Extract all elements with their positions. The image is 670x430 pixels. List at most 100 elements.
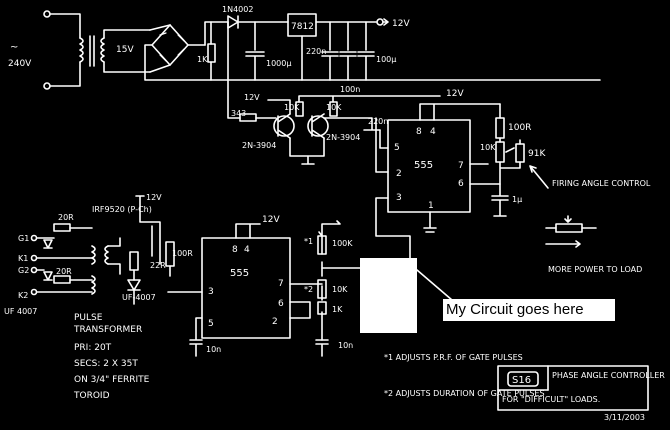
timer-555-bottom	[201, 237, 291, 339]
uf4007-left-label: UF 4007	[4, 307, 37, 316]
resistor-22r	[129, 251, 139, 271]
terminal-g1	[30, 234, 38, 242]
diode-uf4007-gate	[127, 279, 141, 291]
supply-12v-terminal	[376, 18, 384, 26]
circuit-placeholder-box	[360, 258, 417, 333]
ac-terminal-bottom	[43, 82, 51, 90]
gate-supply-label: 12V	[146, 193, 162, 202]
pt-line6: TOROID	[73, 391, 110, 401]
bottom-pin5: 5	[208, 319, 214, 329]
logo-box	[507, 371, 539, 387]
pot-symbol-icon	[555, 223, 583, 233]
pt-line2: TRANSFORMER	[73, 325, 142, 335]
bottom-pin4: 4	[244, 245, 250, 255]
resistor-20r-top	[53, 223, 71, 232]
resistor-22r-label: 22R	[150, 261, 166, 270]
top-pin2: 2	[396, 169, 402, 179]
resistor-1k	[207, 43, 216, 63]
top-555-section: 555 8 4 5 2 3 1 7 6 12V 100R 10K 91K 1µ …	[375, 89, 651, 274]
title-block-frame	[497, 365, 649, 411]
top-pin5: 5	[394, 143, 400, 153]
subtitle-text: FOR "DIFFICULT" LOADS.	[502, 395, 600, 404]
logo-text: S16	[512, 375, 531, 386]
pulse-transformer-note: PULSE TRANSFORMER PRI: 20T SECS: 2 X 35T…	[73, 313, 150, 401]
pot-10k-bottom	[317, 279, 327, 299]
bottom-pin8: 8	[232, 245, 238, 255]
firing-angle-note: FIRING ANGLE CONTROL	[552, 179, 651, 188]
transistor-1-label: 2N-3904	[242, 141, 276, 150]
timer-555-top-label: 555	[414, 160, 433, 171]
note-1: *1 ADJUSTS P.R.F. OF GATE PULSES	[384, 353, 523, 362]
cap-220n-label: 220n	[306, 47, 326, 56]
cap-100u-label: 100µ	[376, 55, 396, 64]
bottom-pin3: 3	[208, 287, 214, 297]
transistor-2	[307, 115, 329, 137]
resistor-10k-a-label: 10K	[284, 103, 300, 112]
bridge-rectifier	[151, 24, 189, 66]
resistor-100r-label: 100R	[508, 123, 531, 133]
resistor-1k-label: 1K	[197, 55, 208, 64]
note-2: *2 ADJUSTS DURATION OF GATE PULSES	[384, 389, 545, 398]
g1-label: G1	[18, 234, 29, 243]
gate-driver-section: 12V IRF9520 (P-Ch) 100R 22R UF-4007 20R …	[4, 193, 203, 316]
top-timer-supply: 12V	[446, 89, 464, 99]
bottom-pin2: 2	[272, 317, 278, 327]
bottom-pin6: 6	[278, 299, 284, 309]
sync-transistor-section: 343 12V 10K 10K 2N-3904 2N-3904 220n	[227, 21, 441, 165]
terminal-k2	[30, 288, 38, 296]
sync-cap-label: 220n	[368, 117, 388, 126]
diode-1n4002	[227, 15, 239, 29]
pot-100k-label: 100K	[332, 239, 353, 248]
pot-10k-top-label: 10K	[480, 143, 496, 152]
k2-label: K2	[18, 291, 28, 300]
pot-10k-top	[495, 141, 505, 163]
k1-label: K1	[18, 254, 28, 263]
regulator-label: 7812	[291, 22, 314, 32]
power-supply-section: ~ 240V 15V 1N4002 1K 1000µ 7812 220n 100…	[8, 5, 601, 94]
title-text: PHASE ANGLE CONTROLLER	[552, 371, 665, 380]
sync-resistor-label: 343	[231, 109, 246, 118]
resistor-100r-gate-label: 100R	[172, 249, 193, 258]
cap-100n-label: 100n	[340, 85, 360, 94]
timer-555-bottom-label: 555	[230, 268, 249, 279]
pt-line4: SECS: 2 X 35T	[74, 359, 138, 369]
ac-symbol: ~	[10, 42, 18, 53]
transformer-primary-coil	[79, 37, 84, 63]
mark-2: *2	[304, 285, 313, 294]
bottom-pin7: 7	[278, 279, 284, 289]
timer-555-top	[387, 119, 471, 213]
pot-91k	[515, 143, 525, 163]
pot-10k-bottom-label: 10K	[332, 285, 348, 294]
resistor-20r-bottom-label: 20R	[56, 267, 72, 276]
date-text: 3/11/2003	[604, 413, 645, 422]
supply-12v-label: 12V	[392, 19, 410, 29]
pt-line3: PRI: 20T	[74, 343, 112, 353]
secondary-voltage: 15V	[116, 45, 134, 55]
top-pin3: 3	[396, 193, 402, 203]
sync-supply-label: 12V	[244, 93, 260, 102]
g2-label: G2	[18, 266, 29, 275]
resistor-10k-b-label: 10K	[326, 103, 342, 112]
resistor-1k-bottom-label: 1K	[332, 305, 343, 314]
transistor-1	[273, 115, 295, 137]
terminal-g2	[30, 266, 38, 274]
pt-line5: ON 3/4" FERRITE	[74, 375, 150, 385]
diode-uf4007-gate-label: UF-4007	[122, 293, 156, 302]
resistor-100r	[495, 117, 505, 139]
resistor-20r-top-label: 20R	[58, 213, 74, 222]
transformer-secondary-coil	[100, 37, 105, 63]
pot-91k-label: 91K	[528, 149, 546, 159]
callout-label: My Circuit goes here	[443, 299, 615, 321]
transistor-2-label: 2N-3904	[326, 133, 360, 142]
bottom-timer-supply: 12V	[262, 215, 280, 225]
title-block: S16 PHASE ANGLE CONTROLLER FOR "DIFFICUL…	[497, 365, 665, 422]
bottom-555-section: 555 8 4 3 7 6 5 2 12V 10n 10n *1 100K *2…	[189, 215, 361, 357]
terminal-k1	[30, 254, 38, 262]
top-pin6: 6	[458, 179, 464, 189]
pulse-transformer-coils	[91, 245, 109, 295]
cap-10n-right-label: 10n	[338, 341, 353, 350]
mark-1: *1	[304, 237, 313, 246]
cap-10n-left-label: 10n	[206, 345, 221, 354]
